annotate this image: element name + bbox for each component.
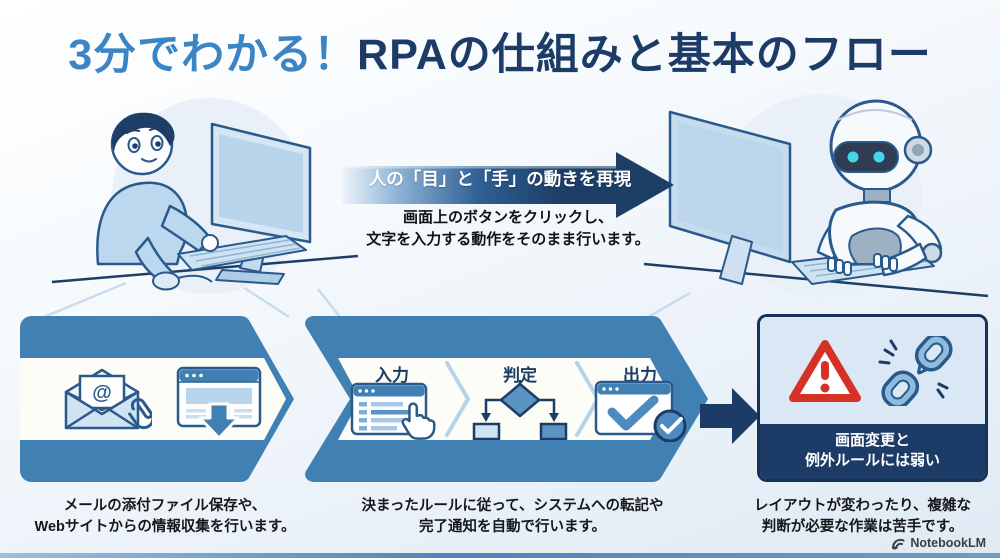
caption-examples-line1: メールの添付ファイル保存や、	[63, 498, 267, 514]
replication-banner-arrow	[342, 152, 674, 218]
warning-triangle-icon	[788, 339, 861, 402]
banner-description-line1: 画面上のボタンをクリックし、	[402, 209, 613, 226]
watermark-text: NotebookLM	[910, 536, 986, 550]
svg-text:@: @	[92, 382, 112, 404]
human-at-computer-illustration	[51, 98, 359, 294]
step-label-decision: 判定	[503, 366, 537, 385]
notebooklm-logo-icon	[892, 538, 905, 550]
weakness-label: 画面変更と 例外ルールには弱い	[760, 424, 985, 479]
chevron-separator-icon	[445, 361, 470, 437]
website-download-icon	[176, 366, 262, 440]
decision-branch-icon	[472, 380, 568, 440]
title-main: RPAの仕組みと基本のフロー	[357, 31, 932, 79]
form-click-icon	[350, 382, 436, 440]
panel-automation-flow: 入力 判定 出力	[298, 314, 728, 484]
weakness-label-line1: 画面変更と	[834, 432, 910, 449]
caption-flow-line1: 決まったルールに従って、システムへの転記や	[361, 498, 664, 514]
page-title: 3分でわかる！RPAの仕組みと基本のフロー	[0, 20, 1000, 82]
banner-description-line2: 文字を入力する動作をそのまま行います。	[366, 231, 650, 248]
email-attachment-icon: @	[64, 368, 152, 430]
caption-weakness: レイアウトが変わったり、複雑な 判断が必要な作業は苦手です。	[720, 496, 1000, 537]
step-label-output: 出力	[623, 366, 657, 385]
caption-flow: 決まったルールに従って、システムへの転記や 完了通知を自動で行います。	[360, 496, 665, 537]
weakness-icons	[760, 317, 985, 424]
to-weakness-arrow	[700, 388, 760, 444]
bottom-edge-bar	[0, 553, 1000, 558]
banner-label: 人の「目」と「手」の動きを再現	[368, 169, 632, 189]
panel-weakness: 画面変更と 例外ルールには弱い	[757, 314, 988, 482]
caption-weakness-line2: 判断が必要な作業は苦手です。	[761, 518, 964, 535]
caption-examples-line2: Webサイトからの情報収集を行います。	[34, 518, 296, 535]
banner-description: 画面上のボタンをクリックし、 文字を入力する動作をそのまま行います。	[358, 207, 658, 251]
caption-examples: メールの添付ファイル保存や、 Webサイトからの情報収集を行います。	[15, 496, 315, 537]
caption-flow-line2: 完了通知を自動で行います。	[418, 518, 607, 535]
panel-input-examples: @	[18, 314, 298, 484]
title-highlight: 3分でわかる！	[68, 31, 358, 79]
watermark: NotebookLM	[891, 536, 986, 550]
robot-at-computer-illustration	[643, 94, 989, 298]
caption-weakness-line1: レイアウトが変わったり、複雑な	[754, 498, 971, 514]
output-check-icon	[594, 380, 687, 442]
broken-chain-icon	[878, 335, 953, 406]
weakness-label-line2: 例外ルールには弱い	[804, 452, 940, 469]
step-label-input: 入力	[375, 366, 409, 385]
